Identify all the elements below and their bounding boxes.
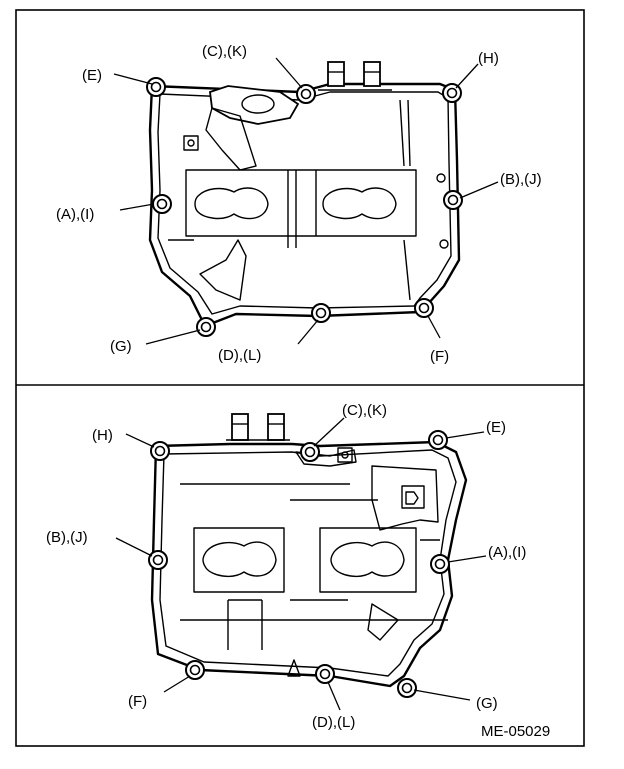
bottom-cover-drawing <box>150 413 468 688</box>
top-label-bj: (B),(J) <box>500 171 542 188</box>
top-bolt-h <box>442 83 462 103</box>
top-bolt-ai <box>152 194 172 214</box>
top-label-e: (E) <box>82 67 102 84</box>
bottom-label-g: (G) <box>476 695 498 712</box>
bottom-bolt-h <box>150 441 170 461</box>
bottom-label-ck: (C),(K) <box>342 402 387 419</box>
top-leaders <box>113 57 499 345</box>
bottom-label-bj: (B),(J) <box>46 529 88 546</box>
bottom-bolt-f <box>185 660 205 680</box>
top-label-ck: (C),(K) <box>202 43 247 60</box>
top-bolt-dl <box>311 303 331 323</box>
bottom-label-dl: (D),(L) <box>312 714 355 731</box>
bottom-bolt-ai <box>430 554 450 574</box>
top-cover-drawing <box>148 61 461 328</box>
top-bolt-g <box>196 317 216 337</box>
figure-frame <box>15 9 585 747</box>
top-label-h: (H) <box>478 50 499 67</box>
top-label-dl: (D),(L) <box>218 347 261 364</box>
bottom-bolt-g <box>397 678 417 698</box>
top-label-ai: (A),(I) <box>56 206 94 223</box>
bottom-label-f: (F) <box>128 693 147 710</box>
top-bolt-e <box>146 77 166 97</box>
bottom-bolt-e <box>428 430 448 450</box>
bottom-label-h: (H) <box>92 427 113 444</box>
top-bolt-bj <box>443 190 463 210</box>
bottom-bolts <box>148 430 450 698</box>
top-label-g: (G) <box>110 338 132 355</box>
bottom-bolt-bj <box>148 550 168 570</box>
top-bolt-ck <box>296 84 316 104</box>
bottom-label-ai: (A),(I) <box>488 544 526 561</box>
bottom-bolt-dl <box>315 664 335 684</box>
top-bolt-f <box>414 298 434 318</box>
bottom-leaders <box>115 417 487 711</box>
bottom-bolt-ck <box>300 442 320 462</box>
top-label-f: (F) <box>430 348 449 365</box>
bottom-label-e: (E) <box>486 419 506 436</box>
figure-code: ME-05029 <box>481 723 550 740</box>
top-bolts <box>146 77 463 337</box>
